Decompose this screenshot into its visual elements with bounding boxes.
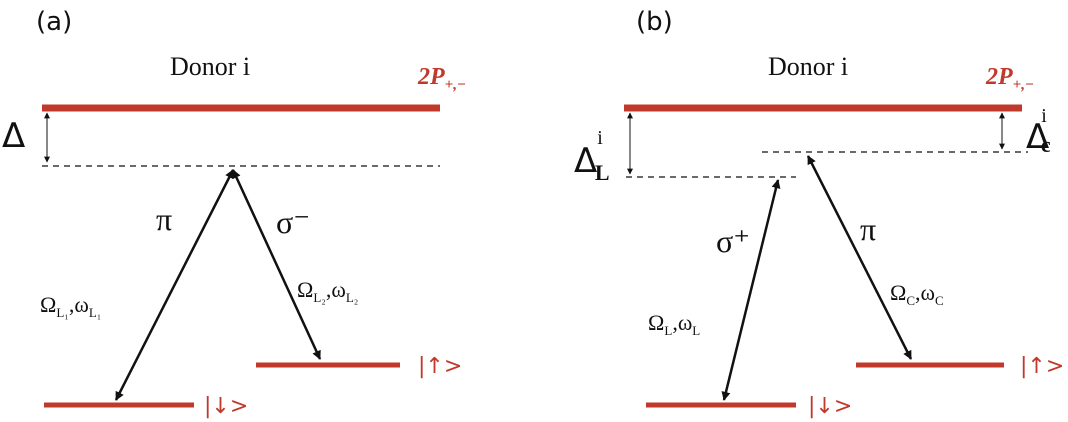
detuning-symbol: Δ bbox=[2, 116, 25, 156]
left-transition-arrow bbox=[114, 169, 235, 401]
panel-a-tag: (a) bbox=[36, 7, 72, 37]
right-polarization-label: π bbox=[860, 211, 876, 247]
left-coupling-label: ΩL₁,ωL₁ bbox=[40, 292, 101, 320]
ground-level-up-label: |↑> bbox=[418, 354, 462, 379]
right-coupling-label: ΩC,ωC bbox=[890, 280, 944, 308]
left-polarization-label: π bbox=[156, 201, 172, 237]
right-transition-arrow bbox=[806, 155, 913, 360]
ground-level-down-label: |↓> bbox=[808, 394, 852, 419]
left-coupling-label: ΩL,ωL bbox=[648, 310, 700, 338]
excited-level-label: 2P+,− bbox=[417, 64, 466, 93]
panel-a: (a) Donor i 2P+,− Δ π σ⁻ ΩL₁,ωL₁ ΩL₂,ωL₂… bbox=[2, 7, 466, 419]
panel-b-tag: (b) bbox=[636, 7, 673, 37]
left-polarization-label: σ⁺ bbox=[716, 223, 750, 259]
left-transition-arrow bbox=[721, 179, 781, 401]
excited-level-label: 2P+,− bbox=[985, 64, 1034, 93]
right-coupling-label: ΩL₂,ωL₂ bbox=[297, 277, 358, 305]
panel-b-title: Donor i bbox=[768, 52, 848, 81]
ground-level-up-label: |↑> bbox=[1020, 354, 1064, 379]
ground-level-down-label: |↓> bbox=[204, 394, 248, 419]
right-polarization-label: σ⁻ bbox=[276, 204, 310, 240]
right-transition-arrow bbox=[231, 169, 322, 360]
panel-a-title: Donor i bbox=[170, 52, 250, 81]
